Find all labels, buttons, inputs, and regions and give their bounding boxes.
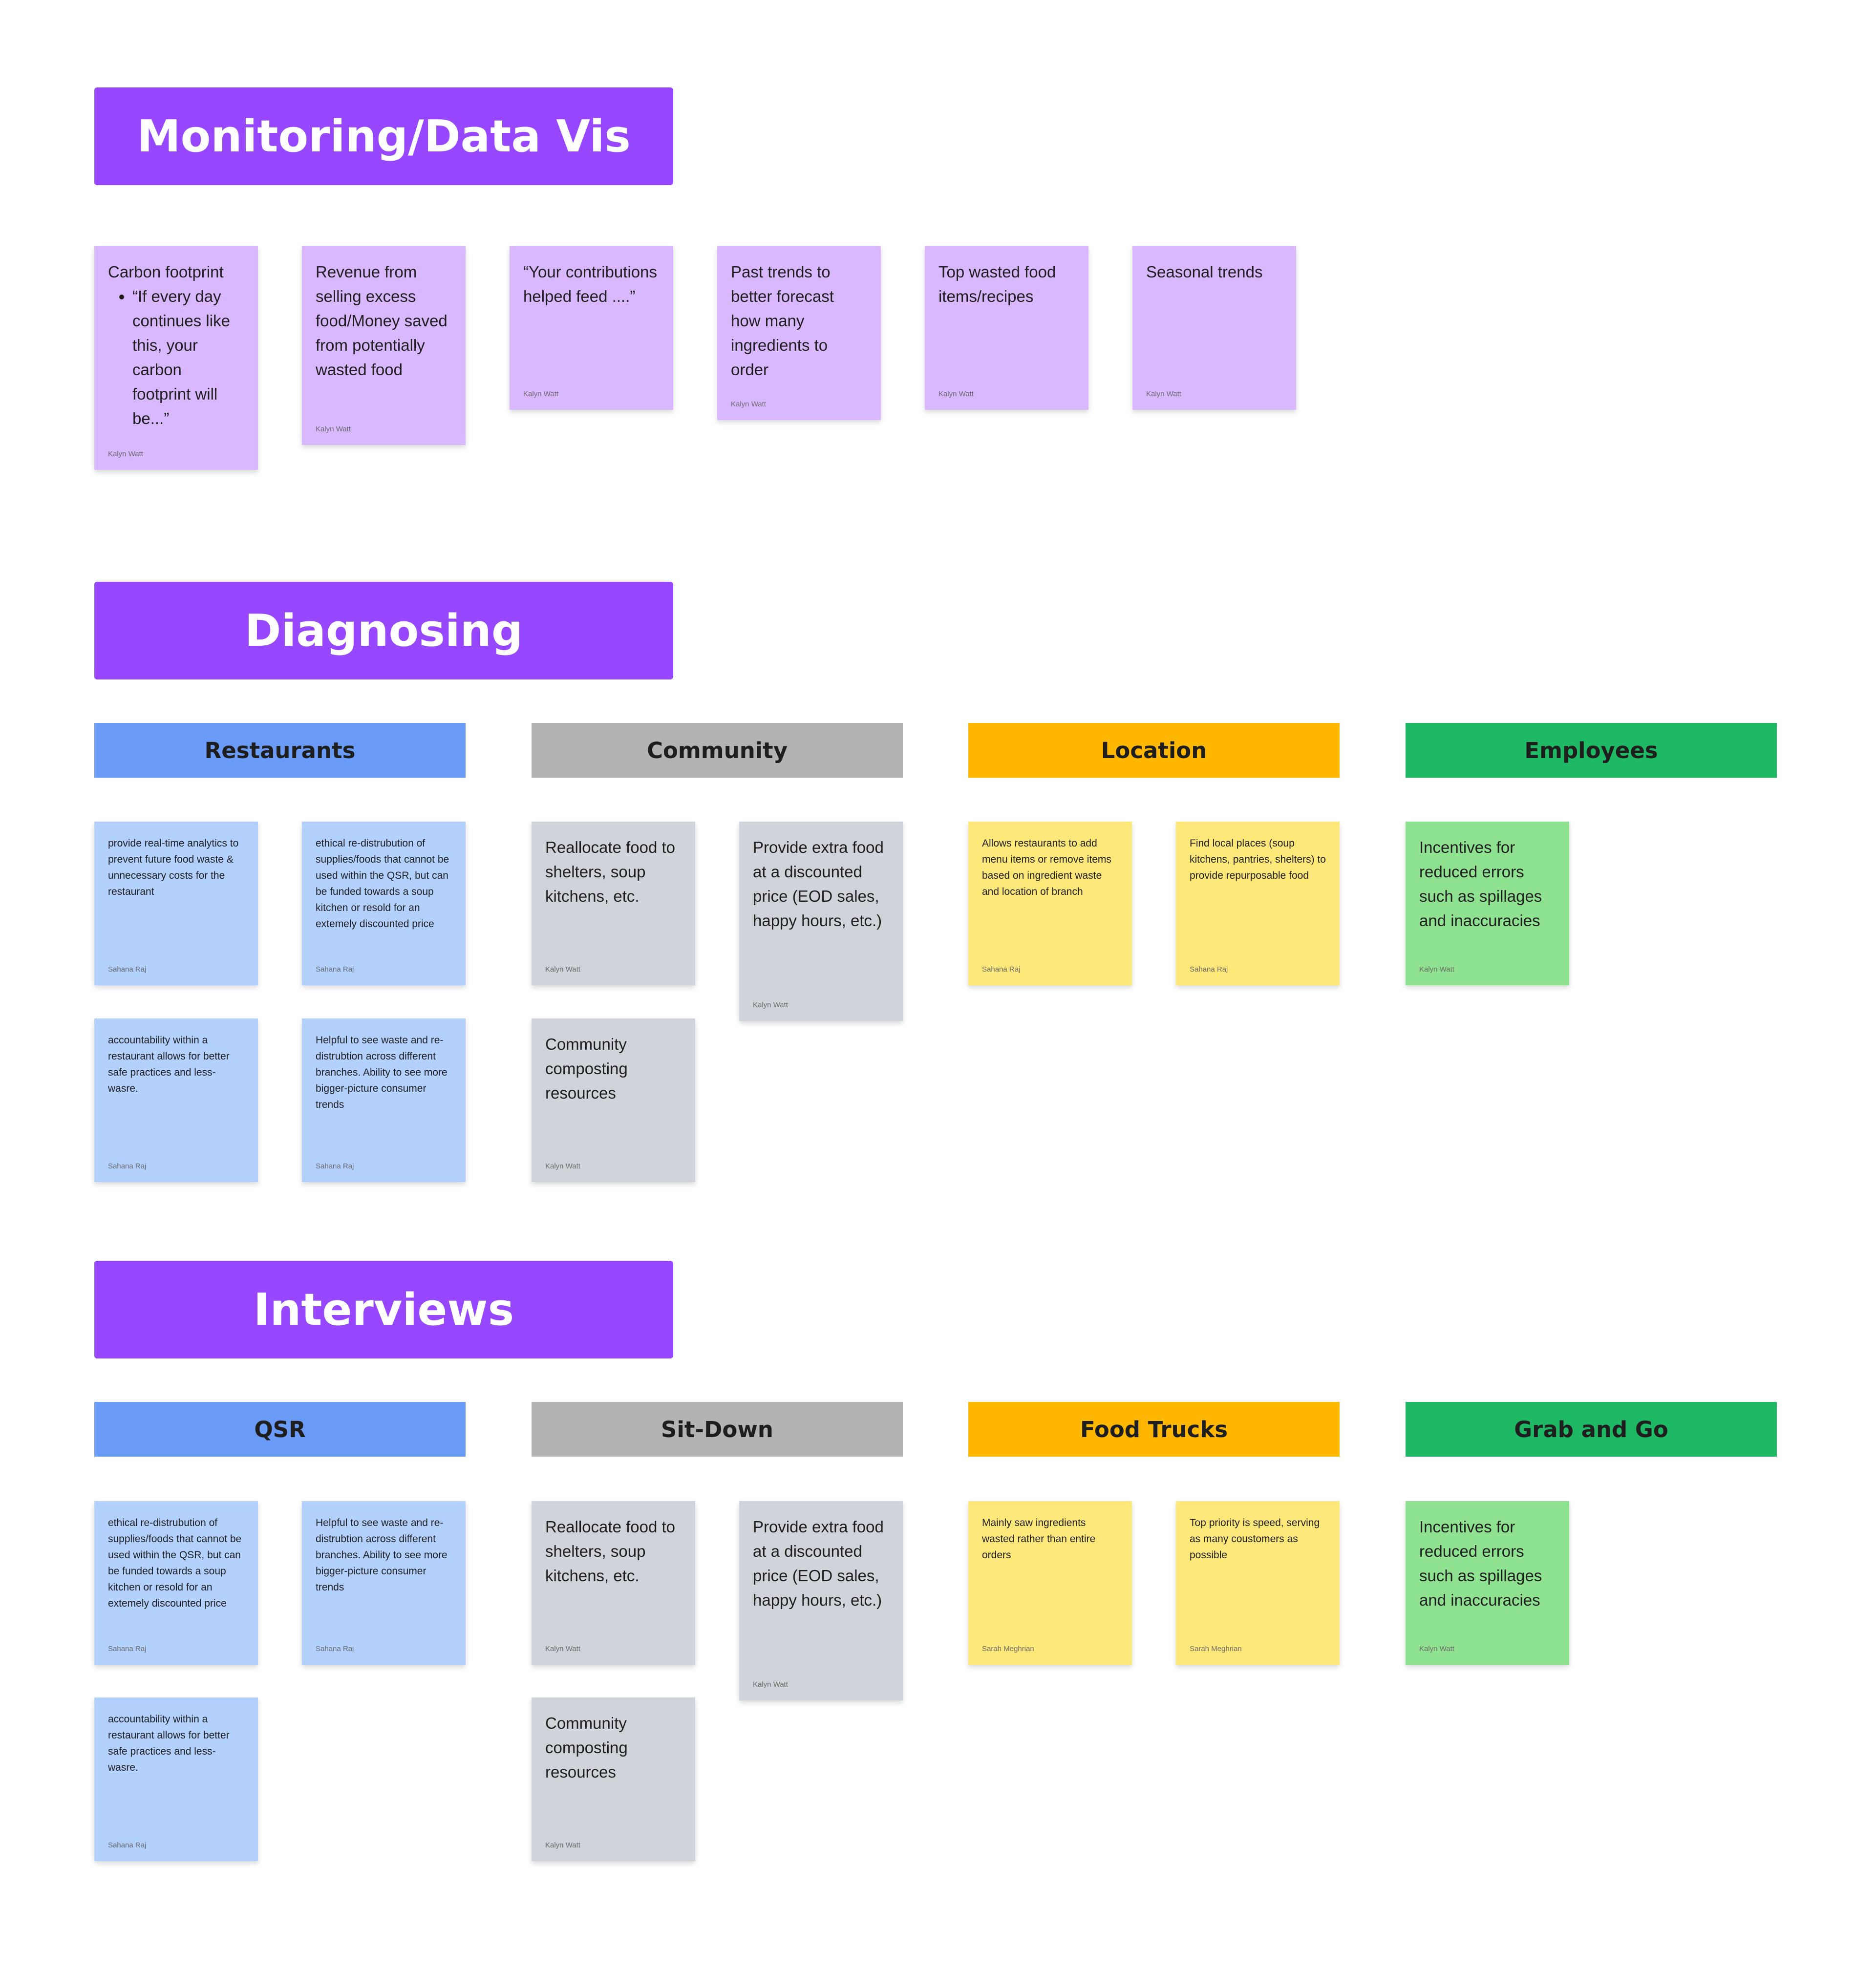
note-text: Provide extra food at a discounted price… — [753, 1518, 884, 1609]
note-author: Sahana Raj — [316, 965, 354, 974]
category-header-restaurants: Restaurants — [94, 723, 466, 778]
note-author: Sahana Raj — [982, 965, 1021, 974]
note-text: provide real-time analytics to prevent f… — [108, 838, 239, 897]
sticky-note[interactable]: ethical re-distrubution of supplies/food… — [94, 1501, 258, 1665]
note-text: accountability within a restaurant allow… — [108, 1035, 230, 1094]
sticky-note[interactable]: accountability within a restaurant allow… — [94, 1697, 258, 1861]
note-author: Kalyn Watt — [316, 425, 351, 433]
sticky-note[interactable]: Find local places (soup kitchens, pantri… — [1176, 822, 1340, 985]
sticky-note[interactable]: Provide extra food at a discounted price… — [739, 1501, 903, 1700]
sticky-note[interactable]: Helpful to see waste and re-distrubtion … — [302, 1501, 466, 1665]
note-author: Sahana Raj — [108, 1162, 147, 1170]
note-author: Kalyn Watt — [1146, 390, 1181, 398]
note-text: Provide extra food at a discounted price… — [753, 838, 884, 930]
sticky-note[interactable]: Community composting resources Kalyn Wat… — [532, 1697, 695, 1861]
sticky-note[interactable]: Reallocate food to shelters, soup kitche… — [532, 1501, 695, 1665]
note-text: accountability within a restaurant allow… — [108, 1714, 230, 1773]
category-header-qsr: QSR — [94, 1402, 466, 1457]
sticky-note[interactable]: Community composting resources Kalyn Wat… — [532, 1018, 695, 1182]
sticky-note[interactable]: Top priority is speed, serving as many c… — [1176, 1501, 1340, 1665]
note-author: Sahana Raj — [316, 1645, 354, 1653]
note-text: Reallocate food to shelters, soup kitche… — [545, 1518, 676, 1585]
note-text: Seasonal trends — [1146, 263, 1263, 281]
note-text: Past trends to better forecast how many … — [731, 263, 834, 379]
note-text: ethical re-distrubution of supplies/food… — [108, 1517, 242, 1609]
note-author: Sahana Raj — [108, 1645, 147, 1653]
note-author: Sarah Meghrian — [1190, 1645, 1242, 1653]
note-author: Kalyn Watt — [1419, 965, 1454, 974]
note-text: Carbon footprint — [108, 263, 224, 281]
sticky-note[interactable]: provide real-time analytics to prevent f… — [94, 822, 258, 985]
sticky-note[interactable]: Incentives for reduced errors such as sp… — [1406, 1501, 1569, 1665]
sticky-note[interactable]: ethical re-distrubution of supplies/food… — [302, 822, 466, 985]
note-text: Incentives for reduced errors such as sp… — [1419, 838, 1542, 930]
note-author: Kalyn Watt — [938, 390, 974, 398]
category-header-community: Community — [532, 723, 903, 778]
note-text: Allows restaurants to add menu items or … — [982, 838, 1111, 897]
sticky-note[interactable]: Revenue from selling excess food/Money s… — [302, 246, 466, 445]
note-text: Mainly saw ingredients wasted rather tha… — [982, 1517, 1096, 1561]
note-author: Sahana Raj — [1190, 965, 1228, 974]
sticky-note[interactable]: Reallocate food to shelters, soup kitche… — [532, 822, 695, 985]
section-header-interviews: Interviews — [94, 1261, 673, 1358]
note-author: Sarah Meghrian — [982, 1645, 1034, 1653]
note-author: Kalyn Watt — [1419, 1645, 1454, 1653]
sticky-note[interactable]: Helpful to see waste and re-distrubtion … — [302, 1018, 466, 1182]
sticky-note[interactable]: Seasonal trends Kalyn Watt — [1132, 246, 1296, 410]
section-header-diagnosing: Diagnosing — [94, 582, 673, 679]
note-author: Kalyn Watt — [753, 1001, 788, 1009]
note-text: ethical re-distrubution of supplies/food… — [316, 838, 449, 930]
category-header-sitdown: Sit-Down — [532, 1402, 903, 1457]
note-author: Kalyn Watt — [545, 1162, 580, 1170]
category-header-foodtrucks: Food Trucks — [968, 1402, 1340, 1457]
note-author: Sahana Raj — [108, 1841, 147, 1849]
note-author: Kalyn Watt — [523, 390, 558, 398]
note-text: Top priority is speed, serving as many c… — [1190, 1517, 1320, 1561]
sticky-note[interactable]: Provide extra food at a discounted price… — [739, 822, 903, 1021]
note-text: Helpful to see waste and re-distrubtion … — [316, 1035, 448, 1110]
note-author: Kalyn Watt — [108, 450, 143, 458]
note-text: Revenue from selling excess food/Money s… — [316, 263, 448, 379]
note-author: Sahana Raj — [108, 965, 147, 974]
note-text: Community composting resources — [545, 1035, 628, 1102]
note-author: Kalyn Watt — [545, 1841, 580, 1849]
note-text: Find local places (soup kitchens, pantri… — [1190, 838, 1326, 881]
sticky-note[interactable]: Allows restaurants to add menu items or … — [968, 822, 1132, 985]
section-header-monitoring: Monitoring/Data Vis — [94, 87, 673, 185]
sticky-note[interactable]: Incentives for reduced errors such as sp… — [1406, 822, 1569, 985]
category-header-employees: Employees — [1406, 723, 1777, 778]
category-header-grabgo: Grab and Go — [1406, 1402, 1777, 1457]
note-author: Kalyn Watt — [545, 1645, 580, 1653]
note-author: Sahana Raj — [316, 1162, 354, 1170]
sticky-note[interactable]: Top wasted food items/recipes Kalyn Watt — [925, 246, 1088, 410]
sticky-note[interactable]: Past trends to better forecast how many … — [717, 246, 881, 420]
note-author: Kalyn Watt — [731, 400, 766, 408]
note-text: Incentives for reduced errors such as sp… — [1419, 1518, 1542, 1609]
note-text: Helpful to see waste and re-distrubtion … — [316, 1517, 448, 1593]
category-header-location: Location — [968, 723, 1340, 778]
note-author: Kalyn Watt — [545, 965, 580, 974]
note-text: “Your contributions helped feed ....” — [523, 263, 657, 305]
note-bullet: “If every day continues like this, your … — [132, 284, 244, 431]
note-text: Reallocate food to shelters, soup kitche… — [545, 838, 676, 905]
note-text: Top wasted food items/recipes — [938, 263, 1056, 305]
sticky-note[interactable]: Mainly saw ingredients wasted rather tha… — [968, 1501, 1132, 1665]
note-author: Kalyn Watt — [753, 1680, 788, 1689]
sticky-note[interactable]: “Your contributions helped feed ....” Ka… — [510, 246, 673, 410]
sticky-note[interactable]: accountability within a restaurant allow… — [94, 1018, 258, 1182]
note-text: Community composting resources — [545, 1714, 628, 1781]
sticky-note[interactable]: Carbon footprint “If every day continues… — [94, 246, 258, 470]
note-bullet-list: “If every day continues like this, your … — [108, 284, 244, 431]
